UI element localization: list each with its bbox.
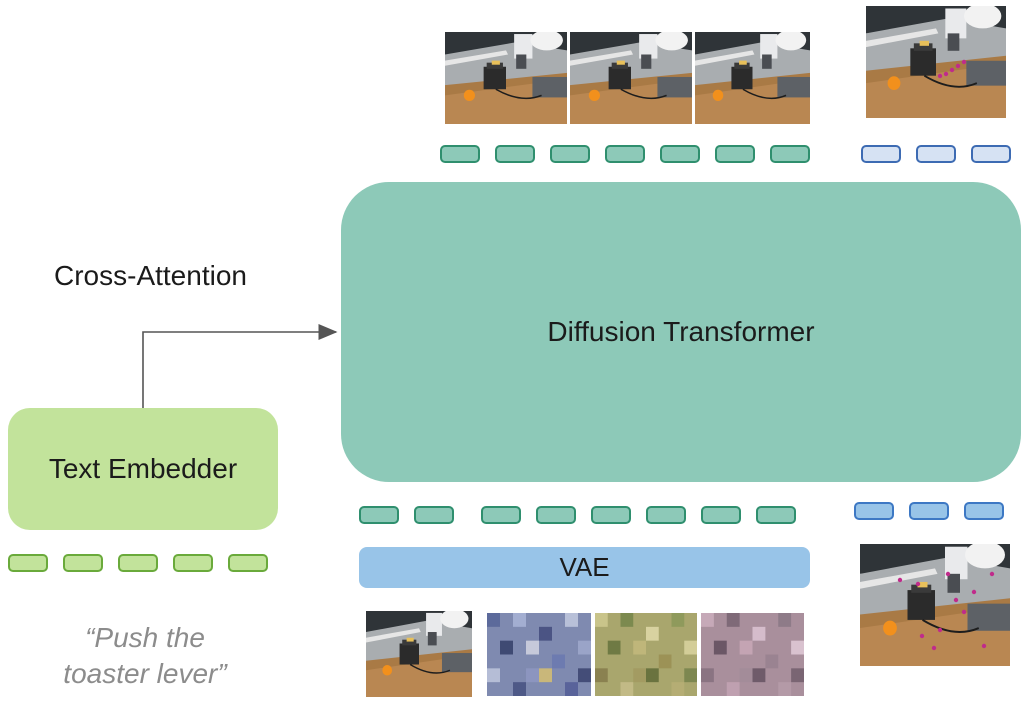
- output-track-token: [971, 145, 1011, 163]
- input-track-token: [964, 502, 1004, 520]
- diffusion-transformer-label: Diffusion Transformer: [547, 316, 815, 347]
- input-latent-token: [591, 506, 631, 524]
- output-video-token: [495, 145, 535, 163]
- output-video-frame: [570, 32, 692, 124]
- vae-block: VAE: [359, 547, 810, 588]
- prompt-line-2: toaster lever”: [63, 658, 227, 689]
- diffusion-transformer-block: Diffusion Transformer: [341, 182, 1021, 482]
- output-video-frame: [445, 32, 567, 124]
- output-video-token: [605, 145, 645, 163]
- noisy-latent-frame: [487, 613, 591, 696]
- input-latent-token: [414, 506, 454, 524]
- input-latent-token: [536, 506, 576, 524]
- noisy-latent-frame: [701, 613, 804, 696]
- input-latent-token: [756, 506, 796, 524]
- output-video-token: [440, 145, 480, 163]
- output-video-token: [660, 145, 700, 163]
- output-video-frame: [695, 32, 810, 124]
- output-video-token: [715, 145, 755, 163]
- text-embedder-block: Text Embedder: [8, 408, 278, 530]
- input-latent-token: [701, 506, 741, 524]
- text-token: [173, 554, 213, 572]
- text-token: [63, 554, 103, 572]
- input-track-token: [854, 502, 894, 520]
- text-token: [228, 554, 268, 572]
- input-track-frame: [860, 544, 1010, 666]
- output-track-frame: [866, 6, 1006, 118]
- output-track-token: [916, 145, 956, 163]
- vae-label: VAE: [559, 552, 610, 582]
- input-latent-token: [646, 506, 686, 524]
- text-embedder-label: Text Embedder: [48, 453, 238, 484]
- text-prompt: “Push the toaster lever”: [40, 620, 250, 692]
- output-video-token: [770, 145, 810, 163]
- cross-attention-label: Cross-Attention: [54, 260, 247, 291]
- output-video-token: [550, 145, 590, 163]
- output-track-token: [861, 145, 901, 163]
- prompt-line-1: “Push the: [85, 622, 205, 653]
- input-latent-token: [359, 506, 399, 524]
- noisy-latent-frame: [595, 613, 697, 696]
- input-track-token: [909, 502, 949, 520]
- text-token: [8, 554, 48, 572]
- input-latent-token: [481, 506, 521, 524]
- text-token: [118, 554, 158, 572]
- input-video-frame: [366, 611, 472, 697]
